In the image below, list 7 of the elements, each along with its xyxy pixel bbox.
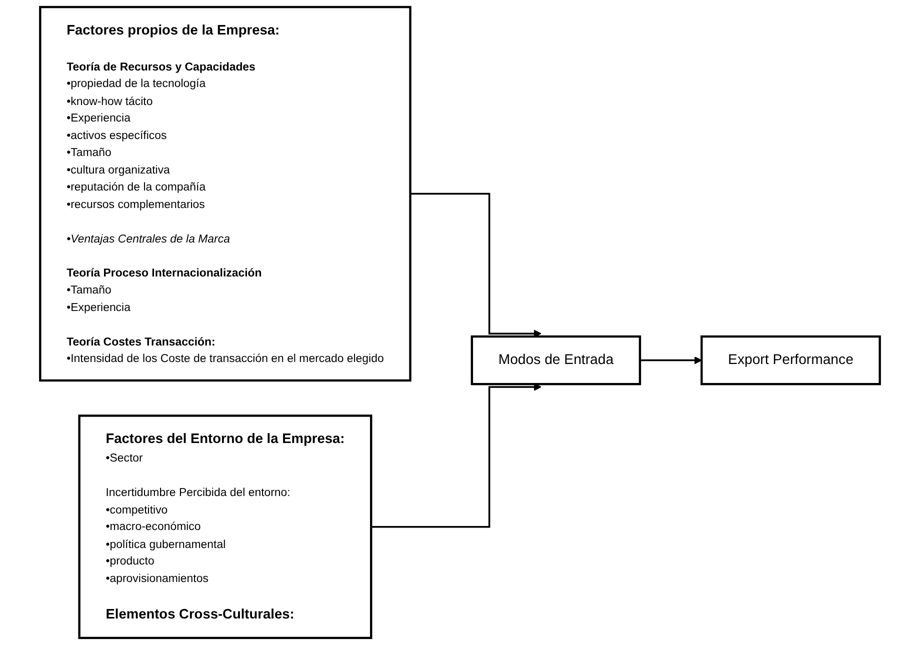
node-box: Factores del Entorno de la Empresa: •Sector Incertidumbre Percibida del entorno: •competitivo •macro-económico •política gubernamental •producto •aprovisionamientos Elementos Cross-Culturales: — [78, 414, 372, 640]
arrow — [371, 383, 542, 528]
node-box: Modos de Entrada — [470, 335, 642, 386]
node-box: Factores propios de la Empresa: Teoría de Recursos y Capacidades •propiedad de la tecnología •know-how tácito •Experiencia •activos específicos •Tamaño •cultura organizativa •reputación de la compañía •recursos complementarios •Ventajas Centrales de la Marca Teoría Proceso Internacionalización •Tamaño •Experiencia Teoría Costes Transacción: •Intensidad de los Coste de transacción en el mercado elegido — [39, 6, 412, 382]
node-box: Export Performance — [700, 335, 881, 386]
arrow — [410, 192, 542, 338]
arrow — [640, 356, 702, 364]
